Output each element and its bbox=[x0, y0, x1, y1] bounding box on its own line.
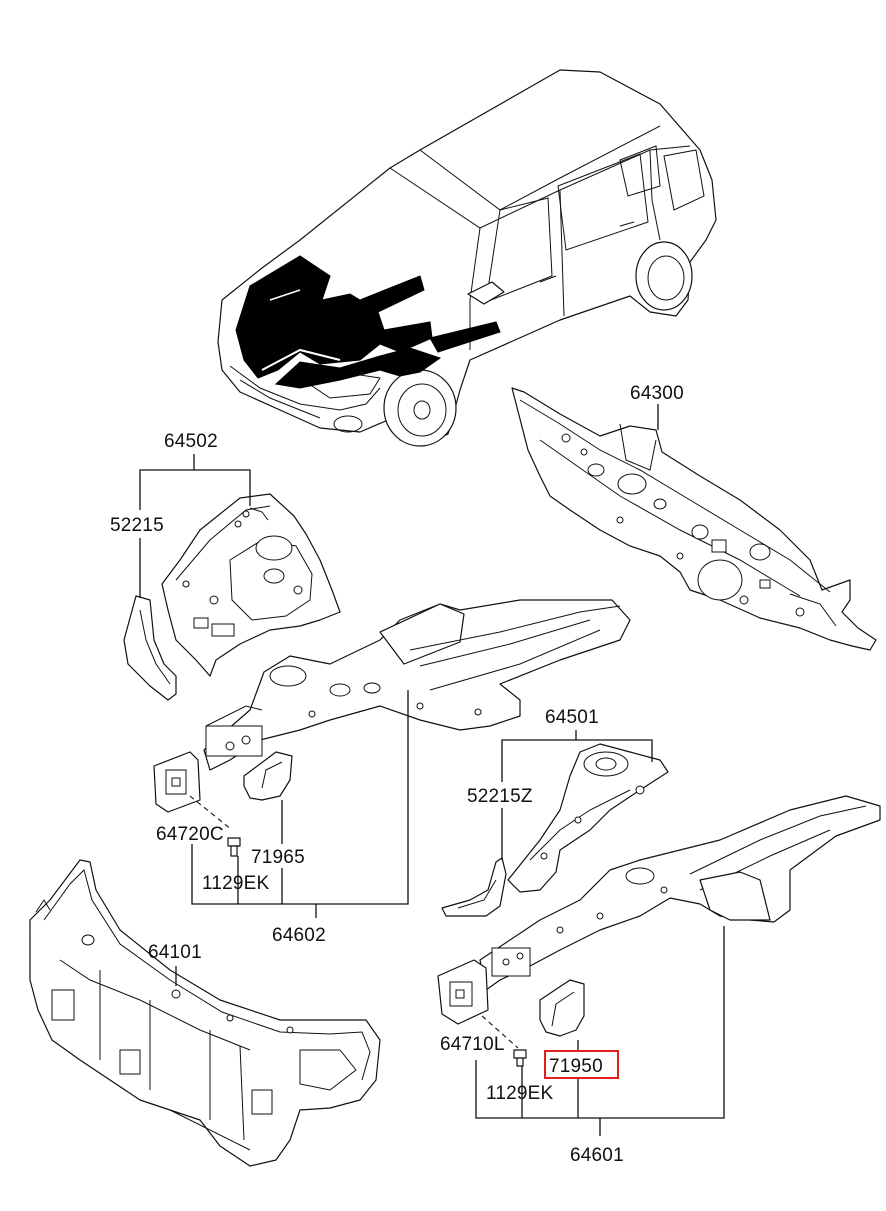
wheel-house-right bbox=[507, 743, 669, 893]
highlight-box bbox=[544, 1050, 619, 1079]
label-64601: 64601 bbox=[570, 1145, 624, 1166]
label-71965: 71965 bbox=[251, 847, 305, 868]
side-member-64601 bbox=[437, 795, 881, 1037]
label-64502: 64502 bbox=[164, 431, 218, 452]
label-64101: 64101 bbox=[148, 942, 202, 963]
bolt-icon bbox=[227, 837, 241, 857]
radiator-support-64101 bbox=[29, 859, 381, 1167]
bracket-52215 bbox=[123, 595, 177, 701]
label-1129EK-lower: 1129EK bbox=[486, 1083, 554, 1104]
side-member-64602 bbox=[153, 599, 631, 813]
label-71950: 71950 bbox=[549, 1056, 603, 1077]
leader-lines bbox=[139, 404, 725, 1136]
bracket-52215Z bbox=[441, 857, 507, 917]
assembly-dash-line-b bbox=[481, 1015, 519, 1049]
bolt-icon bbox=[513, 1049, 527, 1067]
label-1129EK-upper: 1129EK bbox=[202, 873, 270, 894]
label-64602: 64602 bbox=[272, 925, 326, 946]
label-52215: 52215 bbox=[110, 515, 164, 536]
label-64710L: 64710L bbox=[440, 1034, 505, 1055]
dash-panel-part bbox=[511, 387, 877, 651]
vehicle-illustration bbox=[217, 69, 717, 447]
label-64501: 64501 bbox=[545, 707, 599, 728]
wheel-house-upper-left bbox=[161, 493, 341, 677]
label-64300: 64300 bbox=[630, 383, 684, 404]
label-52215Z: 52215Z bbox=[467, 786, 533, 807]
assembly-dash-line-a bbox=[189, 795, 233, 831]
label-64720C: 64720C bbox=[156, 824, 224, 845]
